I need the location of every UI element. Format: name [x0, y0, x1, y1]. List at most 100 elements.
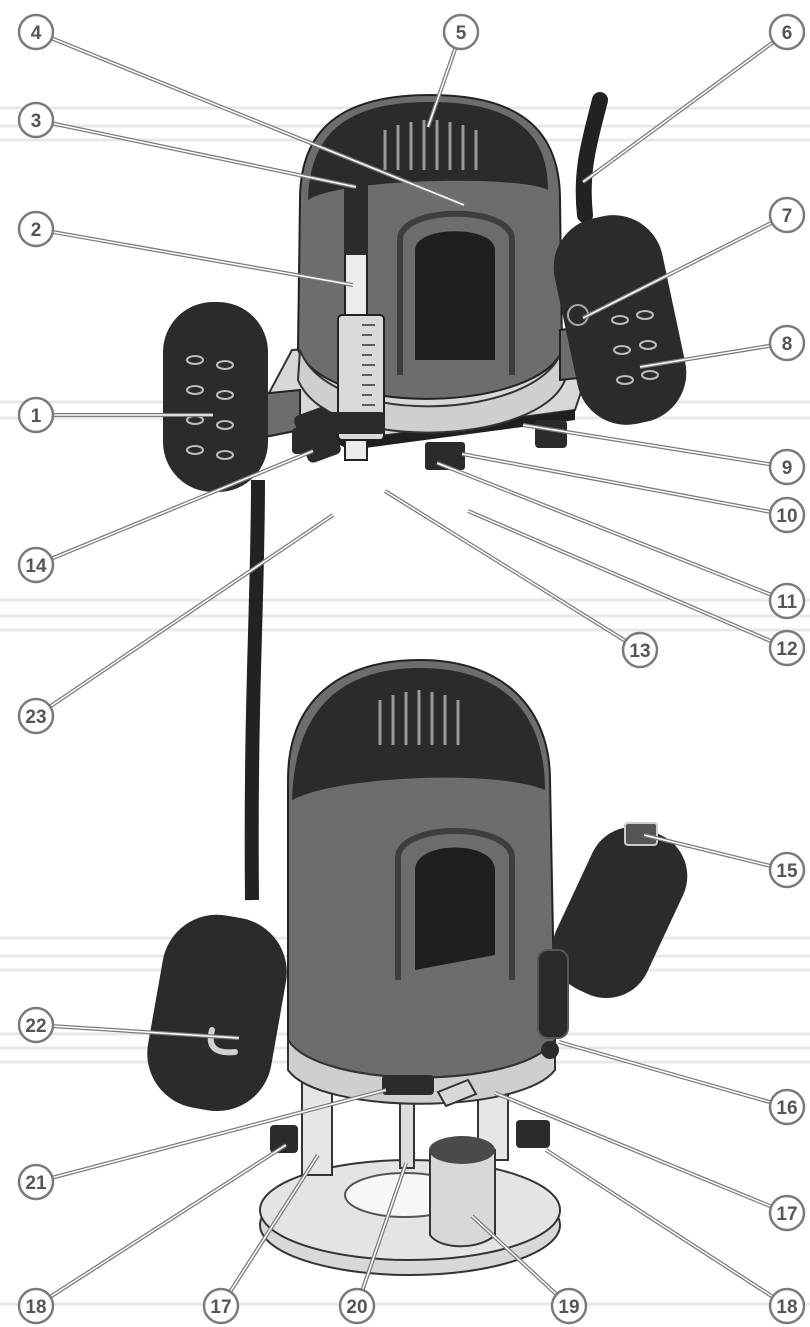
- callout-circle: [768, 448, 806, 486]
- leader-line-inner: [52, 1089, 387, 1179]
- callout-circle: [17, 101, 55, 139]
- callout-number: 17: [776, 1204, 797, 1225]
- rear-left-handle: [147, 914, 287, 1112]
- callout-number: 4: [31, 23, 42, 44]
- rear-right-handle: [552, 826, 688, 999]
- callout-number: 14: [25, 556, 47, 577]
- collet-nut: [425, 442, 465, 470]
- callout-number: 7: [782, 206, 793, 227]
- speed-dial: [624, 822, 658, 846]
- rear-knob-left: [270, 1125, 298, 1153]
- spindle-lock: [382, 1075, 434, 1095]
- callout-c11: 11: [436, 461, 806, 620]
- leader-line-inner: [436, 462, 772, 596]
- callout-number: 13: [629, 641, 650, 662]
- leader-line-inner: [384, 490, 626, 642]
- callout-c16: 16: [558, 1040, 806, 1126]
- callout-number: 12: [776, 639, 797, 660]
- callout-circle: [17, 396, 55, 434]
- callout-c1: 1: [17, 396, 213, 434]
- callout-circle: [768, 496, 806, 534]
- callout-number: 22: [25, 1016, 46, 1037]
- base-knob-right: [535, 420, 567, 448]
- callout-circle: [17, 1287, 55, 1325]
- leader-line-inner: [51, 37, 465, 206]
- callout-circle: [768, 324, 806, 362]
- callout-c21: 21: [17, 1088, 387, 1201]
- depth-stop-knob: [325, 412, 385, 434]
- base-plate-bottom: [272, 400, 575, 450]
- leader-line-inner: [51, 450, 314, 560]
- callout-c9: 9: [522, 423, 806, 486]
- rear-power-cord: [244, 479, 265, 901]
- callout-circle: [768, 629, 806, 667]
- leader-line-inner: [49, 514, 334, 708]
- leader-line-inner: [558, 1041, 771, 1104]
- callout-number: 18: [776, 1297, 797, 1318]
- callout-c15: 15: [643, 833, 806, 889]
- leader-line-inner: [361, 1162, 407, 1291]
- power-cord: [575, 92, 608, 223]
- leader-line-inner: [494, 1092, 772, 1208]
- callout-c18b: 18: [544, 1148, 806, 1325]
- callout-circle: [768, 582, 806, 620]
- callout-c4: 4: [17, 13, 465, 207]
- callout-circle: [768, 1287, 806, 1325]
- dust-port: [429, 1149, 496, 1248]
- depth-scale: [337, 314, 385, 441]
- callout-c13: 13: [383, 489, 659, 669]
- callout-circle: [621, 631, 659, 669]
- left-handle-grip-dots: [186, 355, 234, 460]
- callout-circle: [768, 1194, 806, 1232]
- leader-line-inner: [49, 1144, 287, 1298]
- callout-c17a: 17: [202, 1153, 320, 1325]
- rear-window: [415, 847, 495, 970]
- callout-circle: [768, 13, 806, 51]
- leader-line-inner: [229, 1154, 319, 1293]
- leader-line-inner: [461, 453, 771, 513]
- callout-c5: 5: [426, 13, 480, 128]
- callout-circle: [17, 546, 55, 584]
- wing-knob: [436, 1078, 478, 1108]
- callout-circle: [17, 697, 55, 735]
- leader-line-inner: [522, 424, 771, 466]
- leader-line-inner: [52, 1025, 240, 1039]
- callout-c6: 6: [581, 13, 806, 184]
- leader-line-inner: [582, 41, 774, 183]
- leader-line-inner: [639, 344, 771, 368]
- callout-number: 15: [776, 861, 798, 882]
- leader-line-inner: [545, 1149, 774, 1298]
- leader-line-inner: [467, 510, 772, 642]
- callout-circle: [17, 1163, 55, 1201]
- callout-c18a: 18: [17, 1143, 288, 1325]
- callout-c8: 8: [639, 324, 806, 369]
- callout-c2: 2: [17, 210, 354, 287]
- leader-line-inner: [643, 834, 771, 867]
- callout-number: 16: [776, 1098, 797, 1119]
- callout-circle: [338, 1287, 376, 1325]
- router-bit: [399, 1097, 415, 1169]
- side-lever: [294, 407, 341, 463]
- router-front-view: [163, 92, 687, 492]
- callout-c12: 12: [467, 509, 806, 667]
- callout-number: 5: [456, 23, 467, 44]
- leader-line-inner: [52, 122, 357, 188]
- rear-knob-right: [516, 1120, 550, 1148]
- callout-circle: [202, 1287, 240, 1325]
- callout-circle: [17, 210, 55, 248]
- leader-line-inner: [471, 1215, 558, 1295]
- callout-c22: 22: [17, 1006, 240, 1044]
- callout-number: 2: [31, 220, 42, 241]
- callout-c10: 10: [461, 452, 806, 534]
- left-handle: [163, 302, 268, 492]
- callout-number: 1: [31, 406, 42, 427]
- callout-number: 21: [25, 1173, 47, 1194]
- leader-line-inner: [427, 47, 457, 128]
- callout-c20: 20: [338, 1162, 408, 1325]
- rear-housing-lower-ring: [287, 1036, 556, 1105]
- callout-c7: 7: [582, 196, 806, 320]
- callout-number: 23: [25, 707, 46, 728]
- callout-number: 11: [777, 592, 798, 613]
